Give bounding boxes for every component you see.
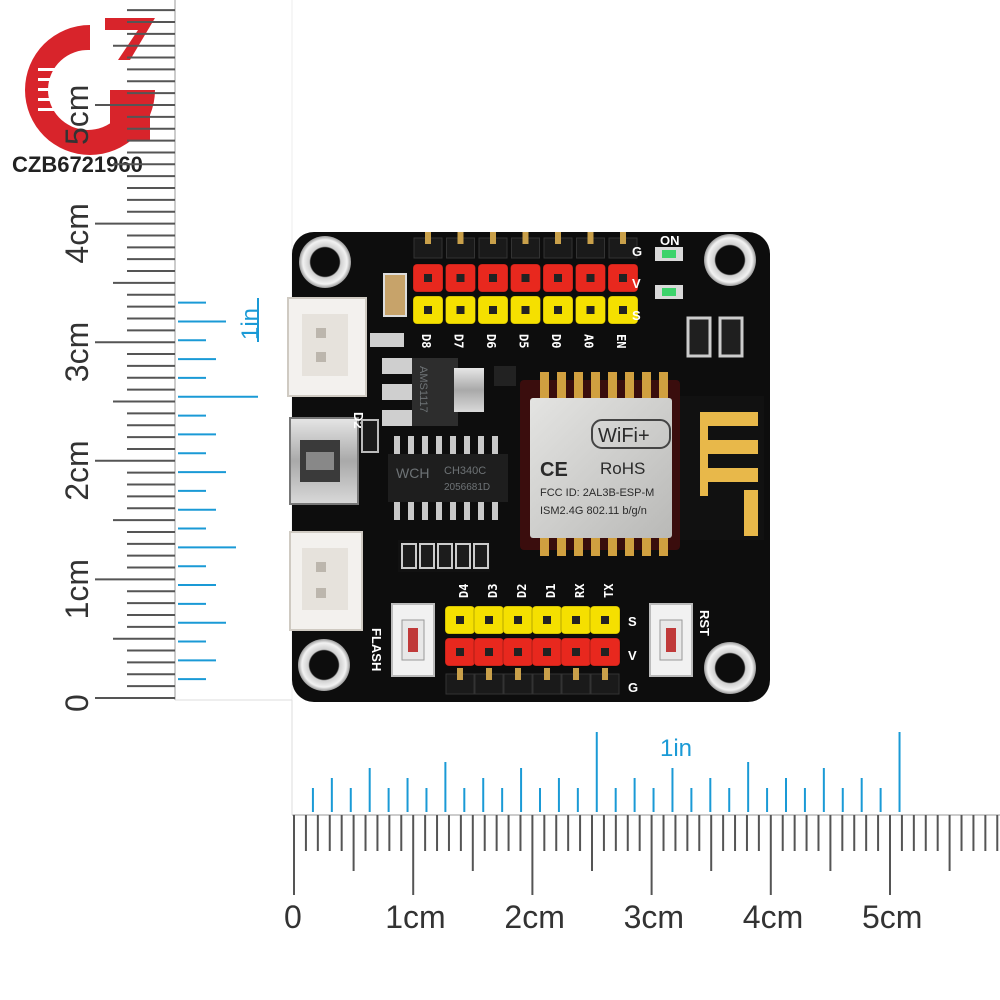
cm-label: 3cm — [624, 899, 684, 935]
reset-button[interactable] — [649, 603, 693, 677]
cm-label: 2cm — [59, 440, 95, 500]
cm-label: 0 — [59, 694, 95, 712]
cm-label: 2cm — [504, 899, 564, 935]
chip-brand: WCH — [396, 465, 429, 481]
chip-pin — [478, 502, 484, 520]
module-pin — [591, 536, 600, 556]
chip-pin — [408, 502, 414, 520]
chip-pin — [464, 502, 470, 520]
rohs-mark: RoHS — [600, 459, 645, 478]
top-pin-label: EN — [614, 334, 628, 348]
row-letter-g-bottom: G — [628, 680, 638, 695]
led-label: ON — [660, 233, 680, 248]
chip-pin — [478, 436, 484, 454]
row-letter-v: V — [632, 276, 641, 291]
mounting-hole — [298, 639, 350, 691]
cm-label: 1cm — [59, 559, 95, 619]
row-letter-g: G — [632, 244, 642, 259]
bottom-pin-label: D3 — [486, 584, 500, 598]
top-pin-label: D7 — [452, 334, 466, 348]
flash-label: FLASH — [369, 628, 384, 671]
watermark-logo: CZB6721960 — [12, 18, 155, 177]
top-pin-label: D0 — [549, 334, 563, 348]
module-pin — [642, 536, 651, 556]
module-pin — [625, 536, 634, 556]
vertical-ruler: 0 1cm 2cm 3cm 4cm 5cm 1in — [59, 0, 264, 712]
module-pin — [659, 372, 668, 398]
module-pin — [642, 372, 651, 398]
pcb-board: G V S D8 D7 D6 D5 D0 A0 EN ON D2 — [287, 232, 770, 702]
micro-usb-port — [289, 417, 359, 505]
bottom-pin-label: D4 — [457, 584, 471, 598]
resistor-bank — [398, 540, 490, 572]
usb-serial-chip: WCH CH340C 2056681D — [388, 436, 508, 520]
voltage-regulator: AMS1117 — [412, 358, 484, 426]
chip-pin — [394, 502, 400, 520]
jst-connector-bottom — [289, 531, 363, 631]
mounting-hole — [704, 234, 756, 286]
cm-label: 5cm — [59, 85, 95, 145]
top-pin-label: D5 — [517, 334, 531, 348]
row-letter-s: S — [632, 308, 641, 323]
rf-shield — [530, 398, 672, 538]
top-pin-label: A0 — [582, 334, 596, 348]
cm-label: 1cm — [385, 899, 445, 935]
fcc-id: FCC ID: 2AL3B-ESP-M — [540, 487, 654, 499]
module-pin — [574, 372, 583, 398]
bottom-pin-label: D1 — [544, 584, 558, 598]
module-pin — [557, 536, 566, 556]
row-letter-s-bottom: S — [628, 614, 637, 629]
module-pin — [608, 372, 617, 398]
wifi-badge: WiFi+ — [598, 425, 650, 447]
row-letter-v-bottom: V — [628, 648, 637, 663]
chip-pin — [492, 502, 498, 520]
cm-label: 5cm — [862, 899, 922, 935]
module-pin — [540, 536, 549, 556]
module-pin — [574, 536, 583, 556]
cm-label: 4cm — [59, 203, 95, 263]
bottom-pin-label: D2 — [515, 584, 529, 598]
bottom-pin-header — [444, 605, 621, 695]
chip-model: CH340C — [444, 465, 486, 477]
module-pin — [557, 372, 566, 398]
cm-label: 4cm — [743, 899, 803, 935]
module-pin — [540, 372, 549, 398]
wifi-module: WiFi+ CE RoHS FCC ID: 2AL3B-ESP-M ISM2.4… — [520, 372, 764, 556]
chip-code: 2056681D — [444, 482, 490, 493]
jst-connector-top — [287, 297, 367, 397]
module-pin — [608, 536, 617, 556]
chip-pin — [394, 436, 400, 454]
top-pin-label: D6 — [484, 334, 498, 348]
module-pin — [625, 372, 634, 398]
chip-pin — [492, 436, 498, 454]
regulator-text: AMS1117 — [417, 366, 429, 413]
chip-pin — [450, 436, 456, 454]
chip-pin — [408, 436, 414, 454]
module-pin — [591, 372, 600, 398]
bottom-pin-label: RX — [573, 583, 587, 598]
bottom-pin-label: TX — [602, 583, 616, 598]
chip-pin — [464, 436, 470, 454]
chip-pin — [436, 436, 442, 454]
vertical-inch-label: 1in — [237, 308, 264, 340]
mounting-hole — [299, 236, 351, 288]
chip-pin — [422, 436, 428, 454]
chip-pin — [436, 502, 442, 520]
reset-label: RST — [697, 610, 712, 636]
module-pin — [659, 536, 668, 556]
cm-label: 3cm — [59, 322, 95, 382]
horizontal-inch-label: 1in — [660, 735, 692, 762]
flash-button[interactable] — [391, 603, 435, 677]
chip-pin — [422, 502, 428, 520]
band-info: ISM2.4G 802.11 b/g/n — [540, 505, 647, 517]
antenna-trace — [700, 412, 758, 496]
ce-mark: CE — [540, 459, 568, 481]
mounting-hole — [704, 642, 756, 694]
top-pin-header — [412, 232, 639, 325]
cm-label: 0 — [284, 899, 302, 935]
chip-pin — [450, 502, 456, 520]
top-pin-label: D8 — [419, 334, 433, 348]
horizontal-ruler: 0 1cm 2cm 3cm 4cm 5cm 1in — [284, 700, 1000, 935]
